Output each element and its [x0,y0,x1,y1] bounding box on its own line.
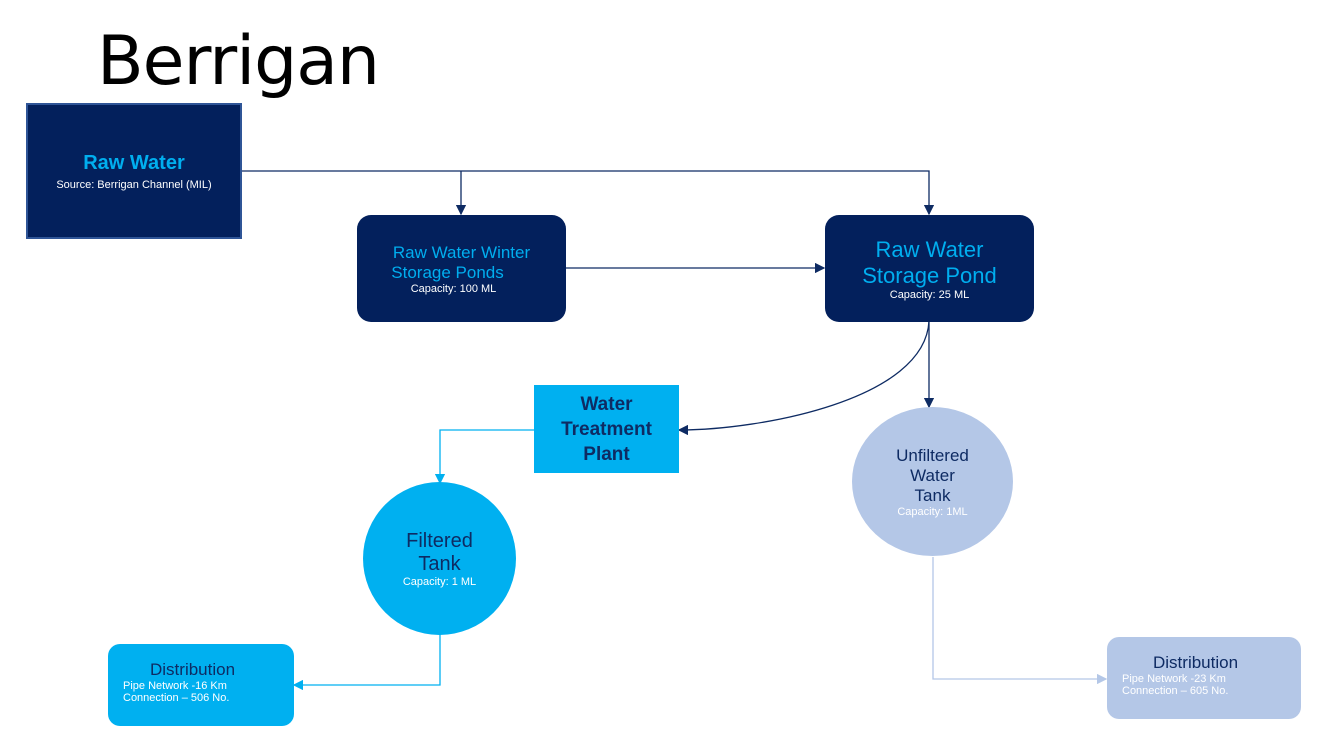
node-title: Raw Water [83,151,185,174]
node-title: Water [580,393,633,415]
node-detail: Source: Berrigan Channel (MIL) [56,178,212,191]
node-title: Tank [418,552,461,575]
node-title: Tank [914,485,951,505]
node-winter-storage-ponds: Raw Water Winter Storage Ponds Capacity:… [357,215,566,322]
node-water-treatment-plant: Water Treatment Plant [534,385,679,473]
node-detail: Capacity: 1 ML [402,575,477,588]
node-title: Plant [583,443,630,465]
node-detail: Capacity: 25 ML [889,288,970,301]
connector-raw-to-storage [241,170,935,216]
node-storage-pond: Raw Water Storage Pond Capacity: 25 ML [825,215,1034,322]
node-raw-water: Raw Water Source: Berrigan Channel (MIL) [26,103,242,239]
node-title: Distribution [1153,653,1239,672]
node-title: Distribution [150,660,236,679]
node-detail: Pipe Network -23 Km [1122,673,1226,685]
connector-filtered-to-distribution [292,634,441,691]
node-title: Raw Water [875,236,984,262]
node-distribution-unfiltered: Distribution Pipe Network -23 Km Connect… [1107,637,1301,719]
node-detail: Connection – 605 No. [1122,685,1229,697]
node-detail: Capacity: 100 ML [410,282,497,295]
node-detail: Pipe Network -16 Km [123,680,227,692]
connector-storage-to-treatment [677,320,930,436]
node-distribution-filtered: Distribution Pipe Network -16 Km Connect… [108,644,294,726]
node-title: Water [910,465,955,485]
connector-unfiltered-to-distribution [932,557,1108,685]
node-title: Storage Pond [862,262,997,288]
node-title: Storage Ponds [391,262,504,282]
node-title: Treatment [561,418,652,440]
node-detail: Capacity: 1ML [897,505,968,518]
node-unfiltered-water-tank: Unfiltered Water Tank Capacity: 1ML [852,407,1013,556]
node-filtered-tank: Filtered Tank Capacity: 1 ML [363,482,516,635]
node-title: Raw Water Winter [392,242,531,262]
page-title: Berrigan [97,22,380,101]
node-detail: Connection – 506 No. [123,692,230,704]
node-title: Unfiltered [896,445,969,465]
node-title: Filtered [406,529,473,552]
connector-treatment-to-filtered [434,429,534,485]
